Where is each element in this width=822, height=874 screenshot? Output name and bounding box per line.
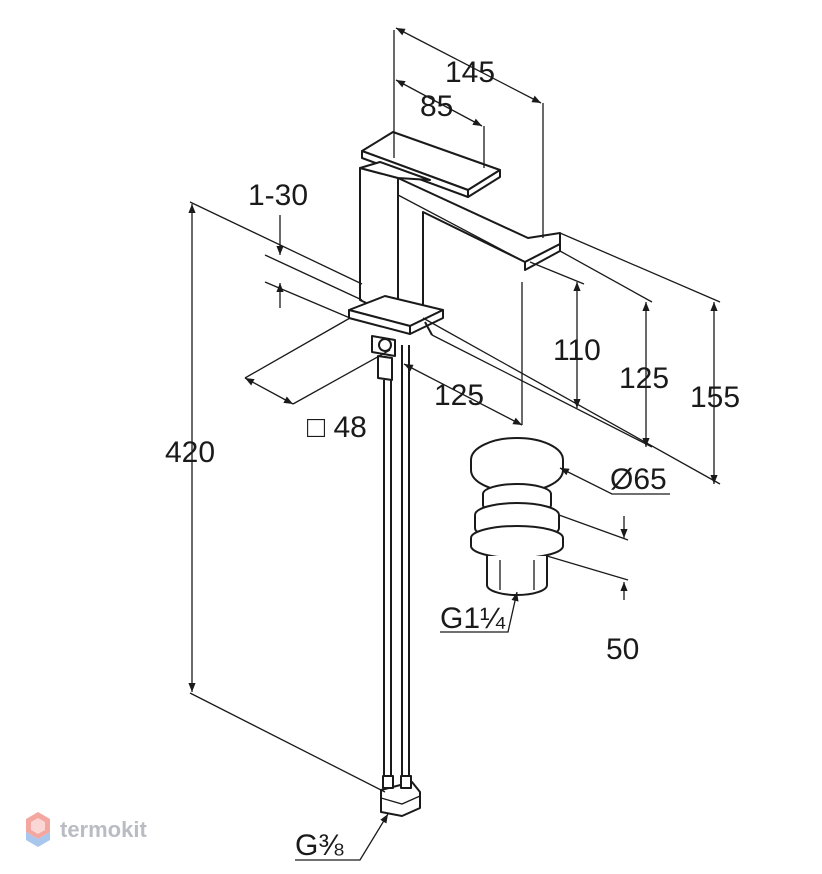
dim-label-height-125: 125 xyxy=(619,362,669,395)
dim-label-50: 50 xyxy=(606,633,639,666)
dim-label-supply-thread: G⅜ xyxy=(295,829,344,862)
watermark-logo xyxy=(26,812,50,847)
dim-label-diameter-65: Ø65 xyxy=(610,463,667,496)
dim-label-1-30: 1-30 xyxy=(248,179,308,212)
dim-label-420: 420 xyxy=(165,436,215,469)
dim-label-145: 145 xyxy=(445,56,495,89)
dimension-lines xyxy=(188,27,721,861)
dim-label-110: 110 xyxy=(553,334,601,367)
supply-hoses xyxy=(380,345,421,817)
dim-label-85: 85 xyxy=(420,90,453,123)
dim-label-waste-thread: G1¼ xyxy=(440,602,506,635)
watermark-text: termokit xyxy=(60,817,147,842)
waste-fitting xyxy=(470,437,564,596)
faucet-body xyxy=(348,131,561,381)
dim-label-155: 155 xyxy=(690,381,740,414)
dim-label-square-48: □ 48 xyxy=(307,411,367,444)
dim-label-reach-125: 125 xyxy=(434,379,484,412)
